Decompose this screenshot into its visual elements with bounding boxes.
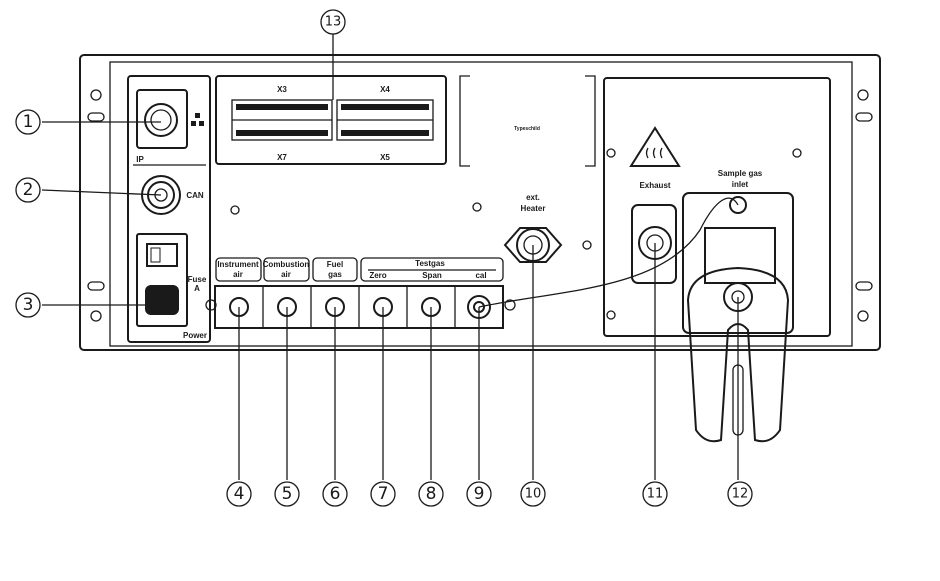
network-icon xyxy=(191,113,204,126)
fuse-label: Fuse xyxy=(188,275,207,284)
sample-gas-tube xyxy=(478,197,739,308)
can-label: CAN xyxy=(186,191,204,200)
svg-text:1: 1 xyxy=(23,112,34,132)
callout-10: 10 xyxy=(520,481,546,507)
rear-plate xyxy=(109,61,853,347)
svg-text:13: 13 xyxy=(325,15,342,30)
svg-text:gas: gas xyxy=(328,270,342,279)
terminal-x3-label: X3 xyxy=(277,85,287,94)
power-label: Power xyxy=(183,331,207,340)
left-connector-panel xyxy=(127,75,211,343)
callout-1: 1 xyxy=(15,109,41,135)
svg-text:Fuel: Fuel xyxy=(327,260,343,269)
callout-12: 12 xyxy=(727,481,753,507)
power-switch[interactable] xyxy=(146,243,178,267)
panel-screws xyxy=(205,148,802,320)
hot-surface-warning-icon xyxy=(629,126,681,167)
terminal-x4-label: X4 xyxy=(380,85,390,94)
ext-heater-label-1: ext. xyxy=(526,193,540,202)
svg-text:11: 11 xyxy=(647,487,664,502)
rack-mount-holes xyxy=(87,89,873,322)
callout-8: 8 xyxy=(418,481,444,507)
svg-text:7: 7 xyxy=(378,484,389,504)
exhaust-label: Exhaust xyxy=(639,181,670,190)
can-connector[interactable] xyxy=(141,175,181,215)
callout-7: 7 xyxy=(370,481,396,507)
exhaust-port[interactable] xyxy=(631,204,677,284)
callout-13: 13 xyxy=(320,9,346,35)
callout-4: 4 xyxy=(226,481,252,507)
heated-module-panel xyxy=(603,77,831,337)
ip-label: IP xyxy=(136,155,144,164)
sample-gas-probe[interactable] xyxy=(682,192,794,443)
svg-text:Instrument: Instrument xyxy=(217,260,259,269)
callout-2: 2 xyxy=(15,177,41,203)
terminal-x5-label: X5 xyxy=(380,153,390,162)
svg-text:8: 8 xyxy=(426,484,437,504)
svg-text:Zero: Zero xyxy=(369,271,386,280)
ethernet-port[interactable] xyxy=(136,89,188,149)
terminal-panel xyxy=(215,75,447,165)
chassis-frame xyxy=(79,54,881,351)
callout-5: 5 xyxy=(274,481,300,507)
svg-text:4: 4 xyxy=(234,484,245,504)
fuse-rating: A xyxy=(194,284,200,293)
callout-6: 6 xyxy=(322,481,348,507)
svg-text:12: 12 xyxy=(732,487,749,502)
callout-9: 9 xyxy=(466,481,492,507)
ext-heater-label-2: Heater xyxy=(521,204,546,213)
sample-gas-inlet-label-2: inlet xyxy=(732,180,749,189)
sample-gas-inlet-label-1: Sample gas xyxy=(718,169,763,178)
svg-text:cal: cal xyxy=(475,271,486,280)
svg-text:air: air xyxy=(281,270,291,279)
svg-text:3: 3 xyxy=(23,295,34,315)
gas-fittings[interactable] xyxy=(214,285,504,329)
terminal-x7-label: X7 xyxy=(277,153,287,162)
callout-leaders xyxy=(41,34,739,480)
svg-text:5: 5 xyxy=(282,484,293,504)
gas-labels: Instrument air Combustion air Fuel gas T… xyxy=(215,257,504,282)
type-plate-area: Typeschild xyxy=(459,75,596,167)
svg-text:9: 9 xyxy=(474,484,485,504)
callout-11: 11 xyxy=(642,481,668,507)
callout-3: 3 xyxy=(15,292,41,318)
terminal-blocks[interactable] xyxy=(231,99,434,141)
svg-text:Span: Span xyxy=(422,271,442,280)
svg-text:2: 2 xyxy=(23,180,34,200)
svg-text:10: 10 xyxy=(525,487,542,502)
svg-text:Testgas: Testgas xyxy=(415,259,445,268)
svg-text:6: 6 xyxy=(330,484,341,504)
type-plate-label: Typeschild xyxy=(514,126,540,132)
svg-text:air: air xyxy=(233,270,243,279)
svg-text:Combustion: Combustion xyxy=(263,260,310,269)
power-inlet[interactable] xyxy=(136,233,188,327)
